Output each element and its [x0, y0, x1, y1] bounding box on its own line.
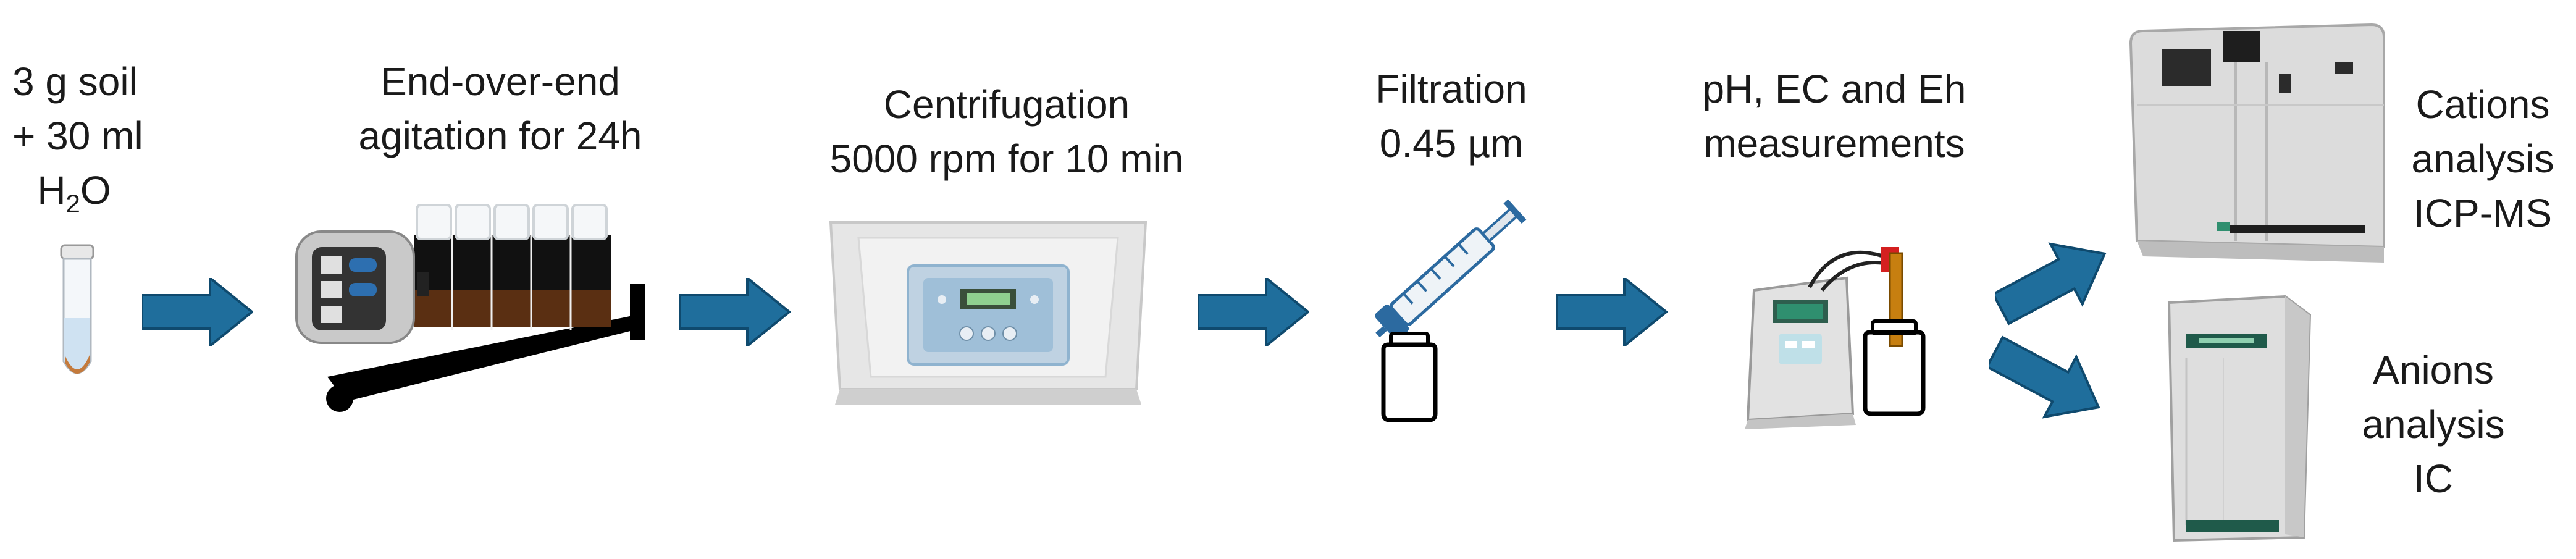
measurement-label-line2: measurements	[1703, 121, 1965, 166]
anions-label: Anions analysis IC	[2347, 343, 2520, 506]
ic-icon	[2167, 295, 2312, 542]
arrow-icon	[142, 278, 253, 346]
measurement-label: pH, EC and Eh measurements	[1680, 62, 1989, 170]
centrifugation-label: Centrifugation 5000 rpm for 10 min	[797, 77, 1217, 186]
centrifuge-icon	[829, 221, 1147, 405]
centrifugation-label-line2: 5000 rpm for 10 min	[829, 137, 1184, 181]
cations-label: Cations analysis ICP-MS	[2396, 77, 2569, 240]
cations-label-line3: ICP-MS	[2414, 191, 2552, 235]
arrow-up-right-icon	[1995, 242, 2107, 326]
sample-label-line2: + 30 ml	[12, 114, 143, 158]
tube-icon	[60, 244, 94, 374]
agitation-label: End-over-end agitation for 24h	[321, 54, 679, 163]
agitation-label-line2: agitation for 24h	[358, 114, 642, 158]
arrow-icon	[1556, 278, 1668, 346]
centrifugation-label-line1: Centrifugation	[883, 82, 1130, 127]
anions-label-line1: Anions	[2373, 348, 2494, 392]
sample-formula: H2O	[37, 168, 111, 218]
anions-label-line2: analysis	[2362, 402, 2505, 447]
anions-label-line3: IC	[2414, 456, 2453, 501]
filtration-label-line2: 0.45 µm	[1379, 121, 1524, 166]
rotator-icon	[295, 204, 645, 412]
sample-label-line1: 3 g soil	[12, 59, 138, 104]
arrow-icon	[679, 278, 791, 346]
agitation-label-line1: End-over-end	[380, 59, 620, 104]
arrow-down-right-icon	[1989, 335, 2100, 419]
meter-icon	[1745, 247, 1926, 429]
icp-ms-icon	[2129, 23, 2385, 263]
cations-label-line2: analysis	[2411, 137, 2554, 181]
filtration-label-line1: Filtration	[1375, 67, 1527, 111]
sample-label: 3 g soil + 30 ml H2O	[12, 54, 143, 231]
measurement-label-line1: pH, EC and Eh	[1702, 67, 1966, 111]
filtration-label: Filtration 0.45 µm	[1340, 62, 1563, 170]
arrow-icon	[1198, 278, 1309, 346]
syringe-filter-icon	[1375, 199, 1527, 422]
cations-label-line1: Cations	[2415, 82, 2550, 127]
